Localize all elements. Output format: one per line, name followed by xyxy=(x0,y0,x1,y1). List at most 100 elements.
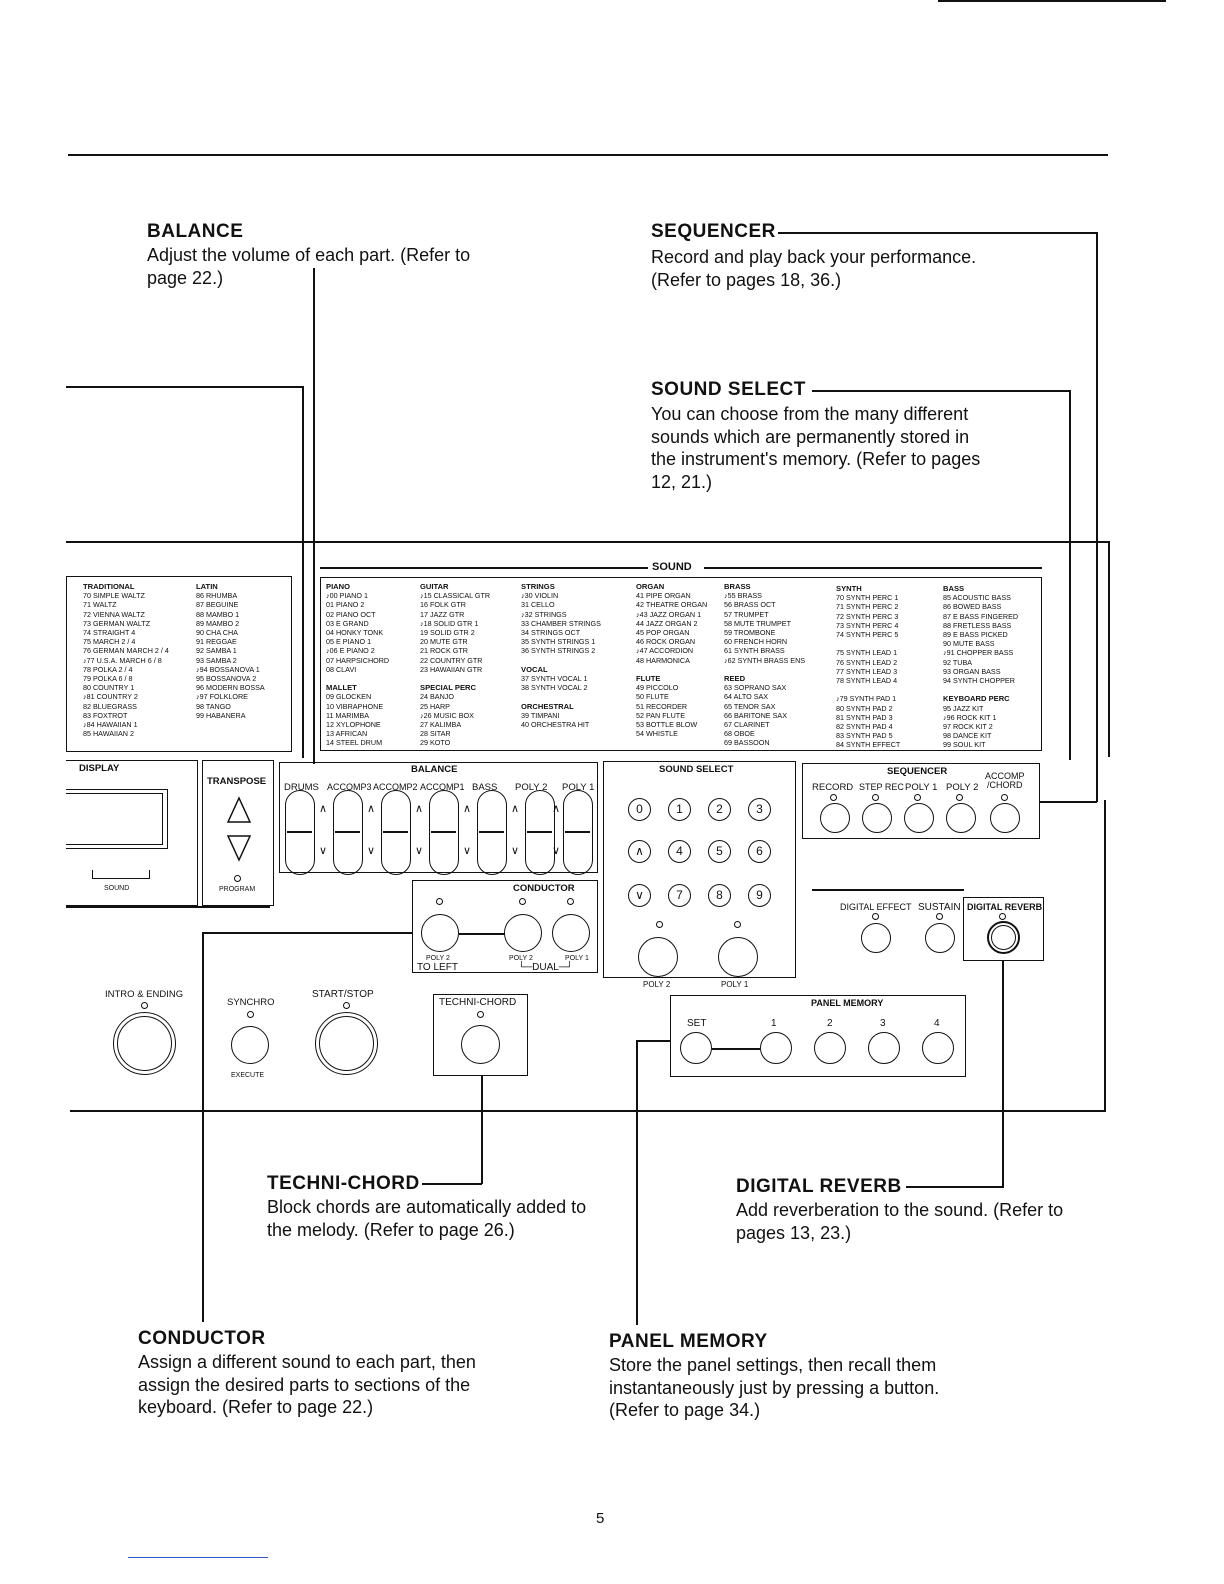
sequencer-title: SEQUENCER xyxy=(651,221,776,242)
seq-poly1-button[interactable] xyxy=(904,803,934,833)
transpose-label: TRANSPOSE xyxy=(207,776,267,787)
sound-button-9[interactable]: 9 xyxy=(748,884,771,907)
pm-2-button[interactable] xyxy=(814,1032,846,1064)
header-rule xyxy=(68,154,1108,156)
conductor-poly2-label: POLY 2 xyxy=(426,955,450,962)
balance-fader-accomp1[interactable] xyxy=(429,790,459,875)
sound-button-6[interactable]: 6 xyxy=(748,840,771,863)
fader-up-icon: ∧ xyxy=(511,803,520,815)
start-stop-button[interactable] xyxy=(315,1012,378,1075)
sound-list-strings: STRINGS ♪30 VIOLIN 31 CELLO ♪32 STRINGS … xyxy=(521,582,601,730)
start-stop-button-inner xyxy=(319,1016,374,1071)
balance-fader-drums[interactable] xyxy=(285,790,315,875)
transpose-up-icon[interactable] xyxy=(226,795,252,825)
techni-chord-led xyxy=(477,1011,484,1018)
pm-3-button[interactable] xyxy=(868,1032,900,1064)
balance-fader-accomp3[interactable] xyxy=(333,790,363,875)
seq-led-poly1 xyxy=(914,794,921,801)
techni-leader-v xyxy=(481,1076,483,1184)
reverb-leader-v xyxy=(1002,960,1004,1187)
fader-down-icon: ∨ xyxy=(319,845,328,857)
rhythm-latin-list: LATIN 86 RHUMBA 87 BEGUINE 88 MAMBO 1 89… xyxy=(196,582,265,720)
left-leader-v xyxy=(302,386,304,758)
sound-select-leader-v xyxy=(1069,390,1071,760)
pm-link-line xyxy=(712,1048,760,1050)
sound-poly1-label: POLY 1 xyxy=(721,980,749,989)
conductor-poly2-left-button[interactable] xyxy=(421,914,459,952)
sound-button-7[interactable]: 7 xyxy=(668,884,691,907)
fader-up-icon: ∧ xyxy=(552,803,561,815)
techni-chord-title: TECHNI-CHORD xyxy=(267,1173,420,1194)
sound-button-1[interactable]: 1 xyxy=(668,798,691,821)
techni-chord-box xyxy=(433,994,528,1076)
fader-up-icon: ∧ xyxy=(415,803,424,815)
transpose-down-icon[interactable] xyxy=(226,833,252,863)
techni-chord-button[interactable] xyxy=(461,1025,500,1064)
seq-accomp-button[interactable] xyxy=(990,803,1020,833)
balance-label: BALANCE xyxy=(411,764,458,775)
panel-memory-leader-v xyxy=(636,1040,638,1325)
conductor-title: CONDUCTOR xyxy=(138,1328,266,1349)
sound-list-guitar: GUITAR ♪15 CLASSICAL GTR 16 FOLK GTR 17 … xyxy=(420,582,491,748)
sound-up-button[interactable]: ∧ xyxy=(628,840,651,863)
digital-reverb-title: DIGITAL REVERB xyxy=(736,1176,902,1197)
fader-down-icon: ∨ xyxy=(367,845,376,857)
balance-desc: Adjust the volume of each part. (Refer t… xyxy=(147,245,471,288)
balance-fader-accomp2[interactable] xyxy=(381,790,411,875)
digital-reverb-button[interactable] xyxy=(987,921,1020,954)
sound-button-3[interactable]: 3 xyxy=(748,798,771,821)
sustain-led xyxy=(936,913,943,920)
sound-list-brass: BRASS ♪55 BRASS 56 BRASS OCT 57 TRUMPET … xyxy=(724,582,806,748)
display-box xyxy=(66,760,198,906)
conductor-leader-h xyxy=(202,932,412,934)
sustain-button[interactable] xyxy=(925,923,955,953)
intro-ending-button-inner xyxy=(117,1016,172,1071)
sound-button-4[interactable]: 4 xyxy=(668,840,691,863)
sequencer-desc: Record and play back your performance. (… xyxy=(651,247,977,290)
digital-effect-button[interactable] xyxy=(861,923,891,953)
fader-up-icon: ∧ xyxy=(367,803,376,815)
balance-title: BALANCE xyxy=(147,221,244,242)
conductor-poly2-button[interactable] xyxy=(504,914,542,952)
sound-list-box xyxy=(320,577,1042,751)
sound-down-button[interactable]: ∨ xyxy=(628,884,651,907)
display-screen-outline xyxy=(66,789,168,849)
sequencer-leader-h2 xyxy=(1040,801,1097,803)
panel-right-line xyxy=(1108,541,1110,757)
start-stop-label: START/STOP xyxy=(312,989,374,1000)
pm-4-button[interactable] xyxy=(922,1032,954,1064)
pm-set-button[interactable] xyxy=(680,1032,712,1064)
left-leader-h xyxy=(66,386,303,388)
balance-fader-poly1[interactable] xyxy=(563,790,593,875)
conductor-link-line xyxy=(459,933,505,935)
display-sound-label: SOUND xyxy=(104,885,130,892)
page-number: 5 xyxy=(596,1510,605,1527)
seq-led-poly2 xyxy=(956,794,963,801)
seq-record-button[interactable] xyxy=(820,803,850,833)
conductor-poly1-button[interactable] xyxy=(552,914,590,952)
sound-button-0[interactable]: 0 xyxy=(628,798,651,821)
seq-steprec-button[interactable] xyxy=(862,803,892,833)
panel-memory-title: PANEL MEMORY xyxy=(609,1331,768,1352)
seq-poly2-button[interactable] xyxy=(946,803,976,833)
sequencer-leader-v xyxy=(1096,232,1098,802)
balance-fader-bass[interactable] xyxy=(477,790,507,875)
pm-3-label: 3 xyxy=(880,1018,886,1029)
sound-button-5[interactable]: 5 xyxy=(708,840,731,863)
sound-poly1-button[interactable] xyxy=(718,937,758,977)
balance-fader-poly2[interactable] xyxy=(525,790,555,875)
sound-button-8[interactable]: 8 xyxy=(708,884,731,907)
sound-poly2-button[interactable] xyxy=(638,937,678,977)
sound-button-2[interactable]: 2 xyxy=(708,798,731,821)
sound-header-rule-left xyxy=(320,567,648,569)
conductor-label: CONDUCTOR xyxy=(513,883,575,894)
synchro-led xyxy=(247,1011,254,1018)
panel-right-line2 xyxy=(1104,800,1106,1111)
seq-poly2-label: POLY 2 xyxy=(946,782,979,793)
techni-chord-label: TECHNI-CHORD xyxy=(439,997,517,1008)
fader-up-icon: ∧ xyxy=(319,803,328,815)
techni-leader-h xyxy=(422,1183,482,1185)
intro-ending-button[interactable] xyxy=(113,1012,176,1075)
synchro-button[interactable] xyxy=(231,1026,269,1064)
pm-1-button[interactable] xyxy=(760,1032,792,1064)
